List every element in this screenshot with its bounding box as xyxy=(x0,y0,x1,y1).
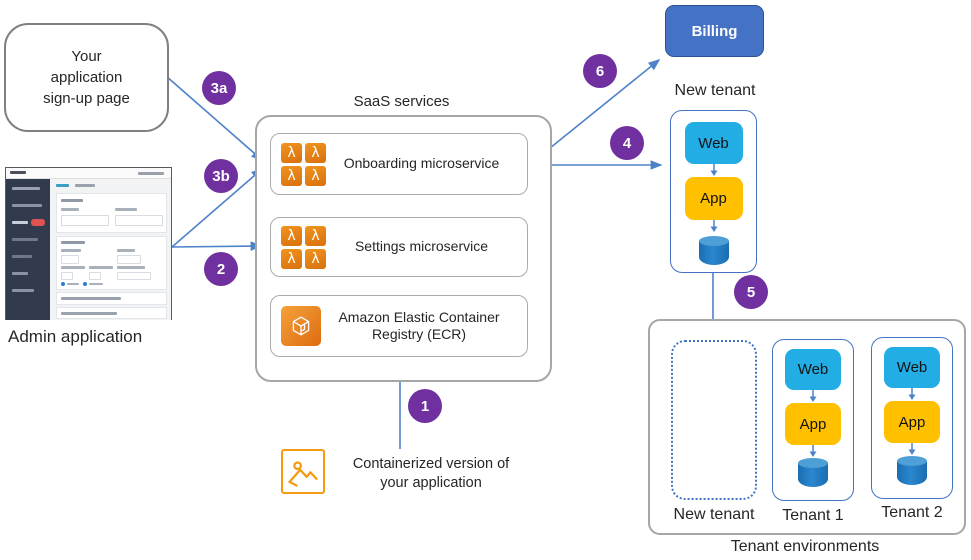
admin-content xyxy=(50,179,171,320)
admin-sidebar xyxy=(6,179,50,320)
down-arrow-icon xyxy=(908,443,916,455)
settings-microservice-node: λ λ λ λ Settings microservice xyxy=(270,217,528,277)
onboarding-microservice-node: λ λ λ λ Onboarding microservice xyxy=(270,133,528,195)
lambda-icon: λ xyxy=(305,142,326,163)
web-tier: Web xyxy=(785,349,841,390)
tenant-2-label: Tenant 2 xyxy=(881,504,943,521)
image-icon xyxy=(281,449,325,494)
down-arrow-icon xyxy=(908,388,916,400)
lambda-icon: λ xyxy=(281,142,302,163)
lambda-icon: λ xyxy=(305,165,326,186)
tenant-1-node: Web App xyxy=(772,339,854,501)
ecr-label: Amazon Elastic Container Registry (ECR) xyxy=(338,308,500,343)
step-badge-4: 4 xyxy=(610,126,644,160)
billing-label: Billing xyxy=(691,22,738,40)
lambda-icon-grid: λ λ λ λ xyxy=(281,225,326,269)
saas-title: SaaS services xyxy=(353,93,450,110)
onboarding-microservice-label: Onboarding microservice xyxy=(343,155,500,172)
down-arrow-icon xyxy=(710,220,717,232)
lambda-icon-grid: λ λ λ λ xyxy=(281,142,326,186)
step-badge-6: 6 xyxy=(583,54,617,88)
step-badge-3a: 3a xyxy=(202,71,236,105)
tenant-1-label: Tenant 1 xyxy=(782,507,844,524)
new-tenant-title: New tenant xyxy=(674,82,756,99)
ecr-node: Amazon Elastic Container Registry (ECR) xyxy=(270,295,528,357)
down-arrow-icon xyxy=(809,445,817,457)
new-tenant-placeholder-node xyxy=(671,340,757,500)
step-badge-5: 5 xyxy=(734,275,768,309)
step-badge-2: 2 xyxy=(204,252,238,286)
signup-page-label: Your application sign-up page xyxy=(43,48,130,107)
database-icon xyxy=(798,458,828,487)
web-tier: Web xyxy=(884,347,940,388)
database-icon xyxy=(698,236,729,265)
web-tier-label: Web xyxy=(797,361,829,378)
lambda-icon: λ xyxy=(305,225,326,246)
admin-screenshot xyxy=(5,167,172,320)
tenant-2-node: Web App xyxy=(871,337,953,499)
app-tier-label: App xyxy=(898,413,926,431)
app-tier: App xyxy=(785,403,841,445)
tenant-environments-title: Tenant environments xyxy=(730,538,880,555)
app-tier-label: App xyxy=(799,415,827,433)
admin-app-label: Admin application xyxy=(8,327,143,346)
app-tier: App xyxy=(884,401,940,443)
billing-node: Billing xyxy=(665,5,764,57)
admin-topbar xyxy=(6,168,171,179)
database-icon xyxy=(897,456,927,485)
web-tier: Web xyxy=(684,122,743,164)
signup-page-node: Your application sign-up page xyxy=(4,23,169,132)
app-tier-label: App xyxy=(700,190,727,207)
settings-microservice-label: Settings microservice xyxy=(354,238,489,255)
lambda-icon: λ xyxy=(281,165,302,186)
new-tenant-placeholder-label: New tenant xyxy=(673,506,755,523)
step-badge-3b: 3b xyxy=(204,159,238,193)
app-tier: App xyxy=(684,177,743,220)
lambda-icon: λ xyxy=(281,248,302,269)
down-arrow-icon xyxy=(809,390,817,402)
web-tier-label: Web xyxy=(698,134,729,152)
lambda-icon: λ xyxy=(305,248,326,269)
down-arrow-icon xyxy=(710,164,717,176)
ecr-icon xyxy=(281,306,321,346)
new-tenant-node: Web App xyxy=(670,110,757,273)
admin-red-badge xyxy=(31,219,45,226)
step-badge-1: 1 xyxy=(408,389,442,423)
lambda-icon: λ xyxy=(281,225,302,246)
web-tier-label: Web xyxy=(896,359,928,376)
containerized-note-label: Containerized version of your applicatio… xyxy=(352,456,510,491)
